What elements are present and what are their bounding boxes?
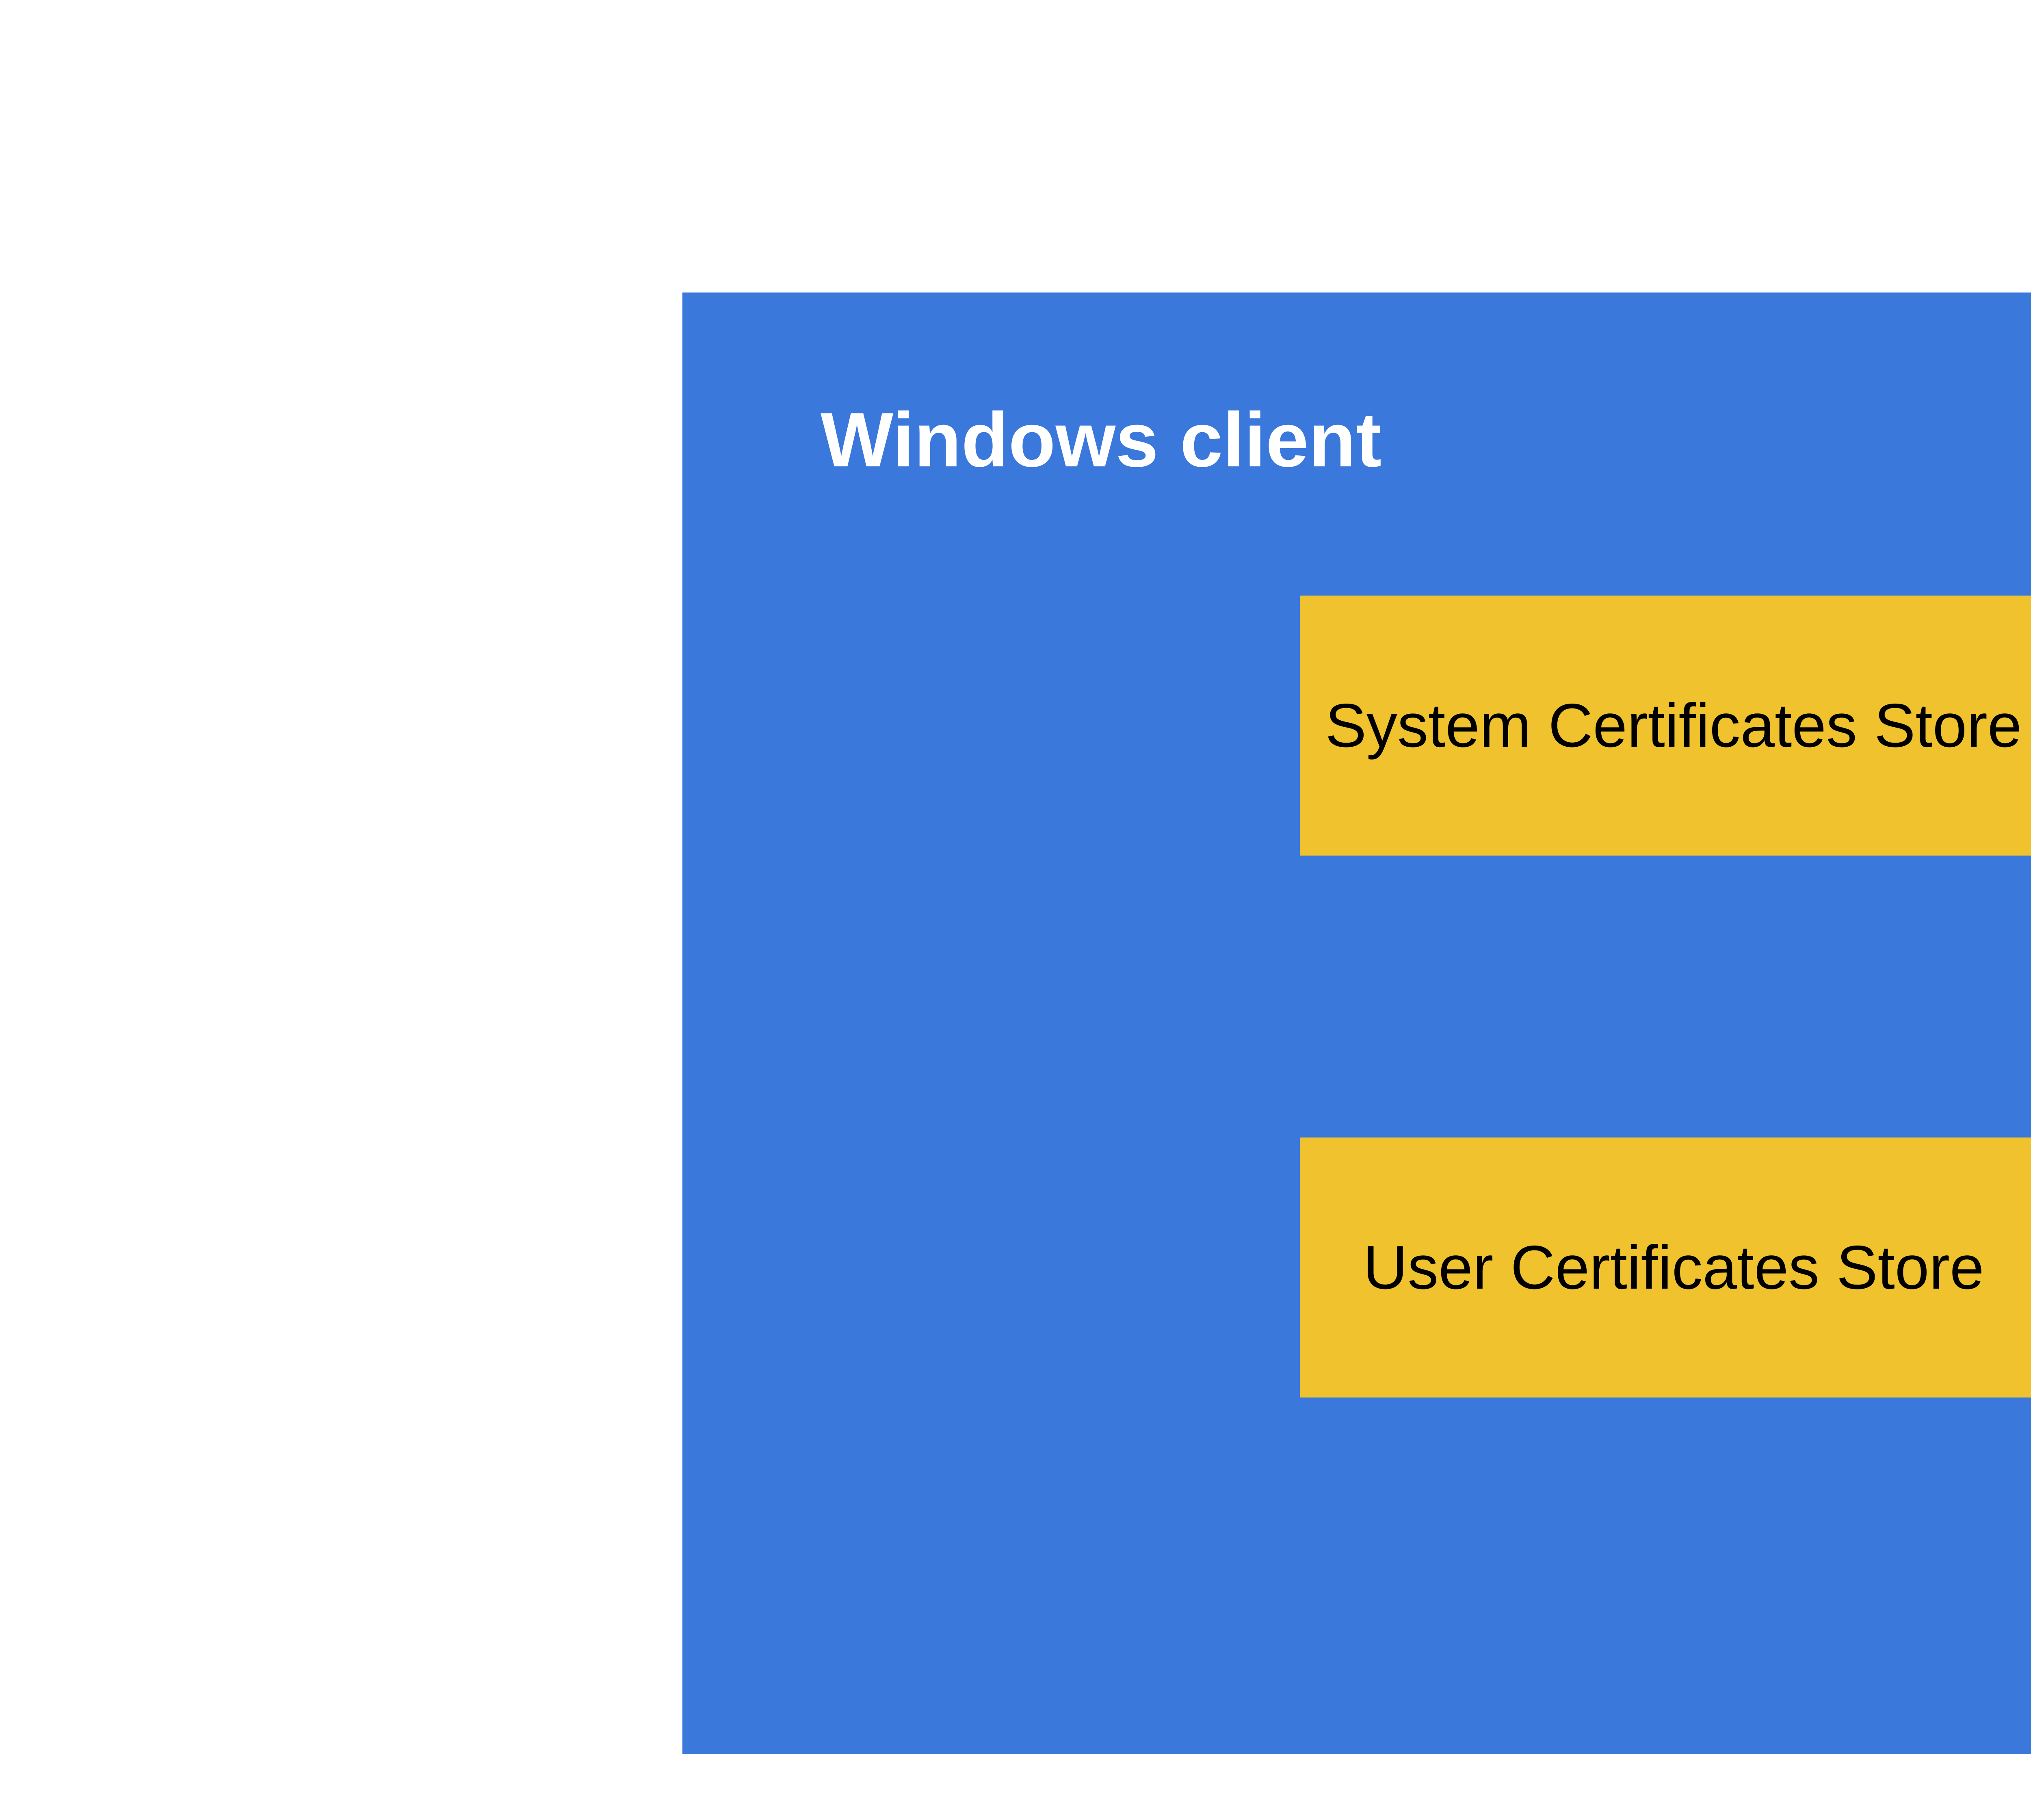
- system-certificates-store-label: System Certificates Store: [1325, 691, 2022, 760]
- windows-client-container[interactable]: Windows client: [682, 292, 2031, 1754]
- user-certificates-store-label: User Certificates Store: [1363, 1233, 1984, 1302]
- user-certificates-store-node[interactable]: User Certificates Store: [1300, 1138, 2031, 1398]
- system-certificates-store-node[interactable]: System Certificates Store: [1300, 596, 2031, 856]
- windows-client-title: Windows client: [821, 397, 1382, 483]
